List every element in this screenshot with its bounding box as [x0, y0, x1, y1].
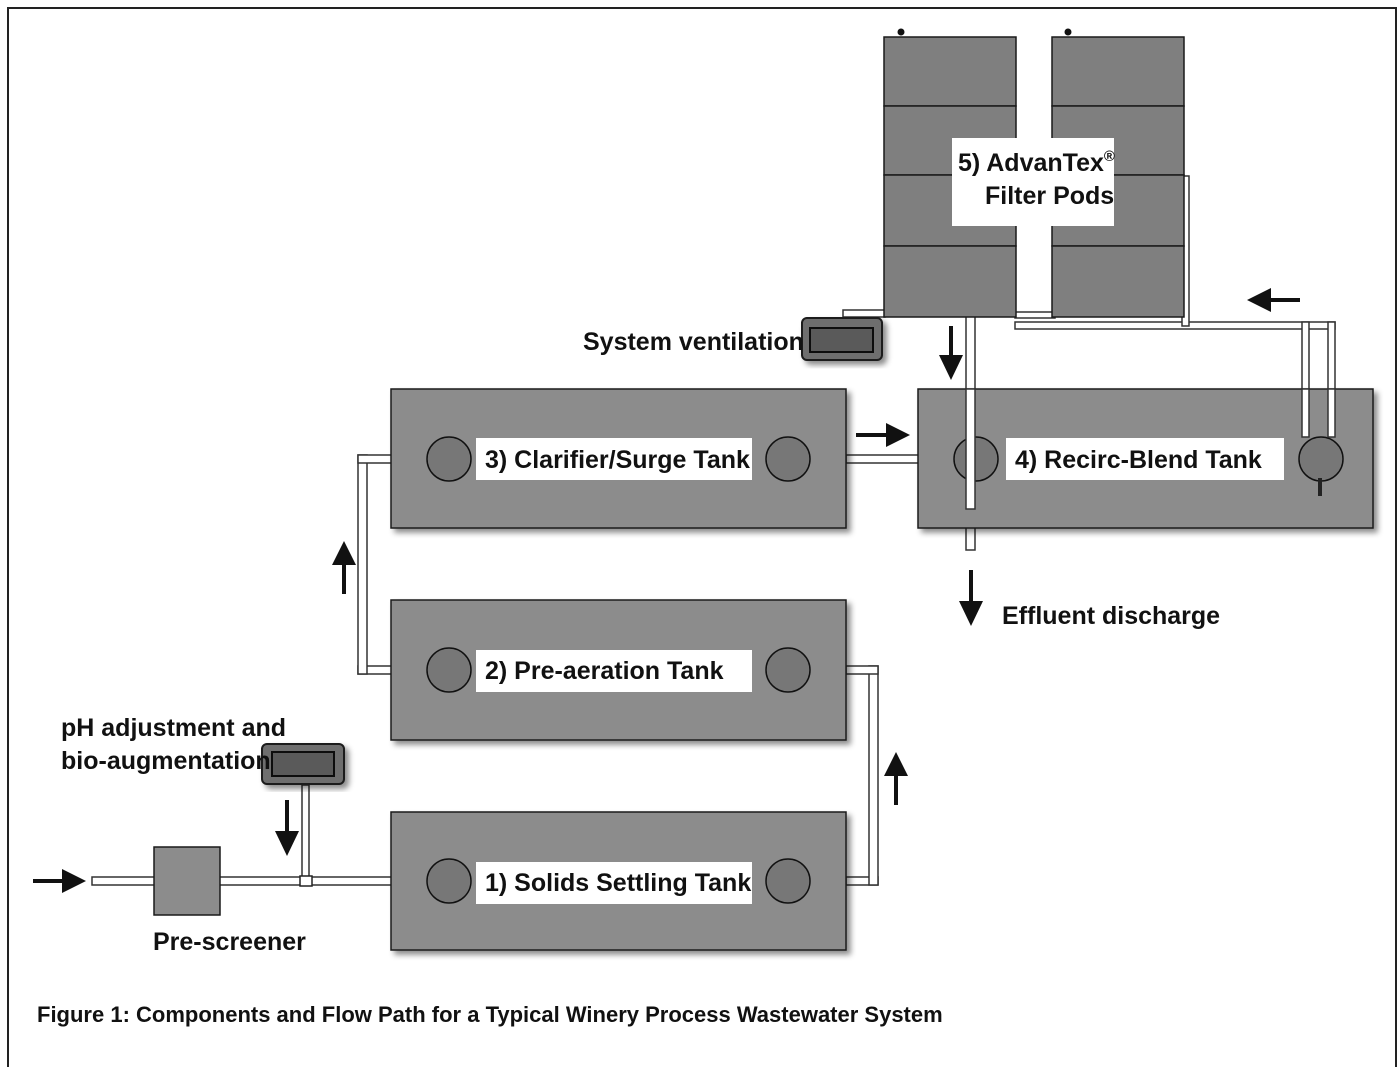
tank-clarifier-surge: 3) Clarifier/Surge Tank	[390, 388, 847, 529]
ventilation-pipe	[842, 309, 886, 318]
recirc-drop-1	[1301, 388, 1310, 438]
registered-mark: ®	[1104, 148, 1115, 165]
tank-label-bg	[476, 650, 752, 692]
access-port-left	[426, 436, 472, 482]
arrow-left-icon	[1247, 288, 1300, 312]
figure-border	[7, 7, 1397, 1067]
pre-screener-box	[153, 846, 221, 916]
float-switch	[1318, 478, 1322, 496]
access-port-right	[765, 647, 811, 693]
riser-pipe-left-vertical	[357, 454, 368, 675]
tank-solids-settling: 1) Solids Settling Tank	[390, 811, 847, 951]
arrow-up-icon	[884, 752, 908, 805]
tank-label: 2) Pre-aeration Tank	[485, 657, 724, 685]
ventilation-unit	[801, 317, 883, 361]
arrow-up-icon	[332, 541, 356, 594]
tank-pre-aeration: 2) Pre-aeration Tank	[390, 599, 847, 741]
inlet-pipe	[91, 876, 393, 886]
riser-pipe-left-top	[357, 454, 393, 464]
tank-label-bg	[476, 438, 752, 480]
arrow-down-icon	[959, 570, 983, 626]
riser-pipe-right-vertical	[868, 665, 879, 886]
effluent-pipe-through-tank	[965, 388, 976, 510]
system-ventilation-label: System ventilation	[583, 328, 804, 356]
ph-junction	[299, 875, 313, 887]
pre-screener-label: Pre-screener	[153, 928, 306, 956]
tank-label: 3) Clarifier/Surge Tank	[485, 446, 750, 474]
arrow-down-icon	[939, 326, 963, 380]
access-port-left	[426, 647, 472, 693]
arrow-down-icon	[275, 800, 299, 856]
access-port-left	[953, 436, 999, 482]
filter-pod-right	[1051, 28, 1185, 318]
filter-pod-left	[883, 28, 1017, 318]
svg-text:5) AdvanTex®: 5) AdvanTex®	[958, 148, 1115, 177]
ph-dosing-unit	[261, 743, 345, 785]
ph-dosing-pipe	[301, 784, 310, 882]
access-port-left	[426, 858, 472, 904]
tank-recirc-blend: 4) Recirc-Blend Tank	[917, 388, 1374, 529]
ph-adjustment-label-line2: bio-augmentation	[61, 747, 271, 775]
tank-label-bg	[1006, 438, 1284, 480]
access-port-right	[1298, 436, 1344, 482]
riser-pipe-right-top	[845, 665, 879, 675]
figure-caption: Figure 1: Components and Flow Path for a…	[37, 1002, 943, 1027]
flow-arrows	[33, 288, 1300, 893]
access-port-right	[765, 436, 811, 482]
tank-label-bg	[476, 862, 752, 904]
pod-link-pipe	[1014, 311, 1056, 319]
arrow-right-icon	[33, 869, 86, 893]
filter-pods-label-line1: 5) AdvanTex	[958, 149, 1104, 177]
access-port-right	[765, 858, 811, 904]
recirc-return-pipe-h	[1014, 321, 1336, 330]
effluent-discharge-label: Effluent discharge	[1002, 602, 1220, 630]
arrow-right-icon	[856, 423, 910, 447]
clarifier-outlet-pipe	[845, 454, 921, 464]
filter-pods-label: 5) AdvanTex® Filter Pods	[952, 138, 1115, 226]
recirc-drop-2	[1327, 388, 1336, 438]
filter-pods-label-line2: Filter Pods	[985, 182, 1114, 210]
tank-label: 4) Recirc-Blend Tank	[1015, 446, 1262, 474]
tank-label: 1) Solids Settling Tank	[485, 869, 751, 897]
ph-adjustment-label-line1: pH adjustment and	[61, 714, 286, 742]
